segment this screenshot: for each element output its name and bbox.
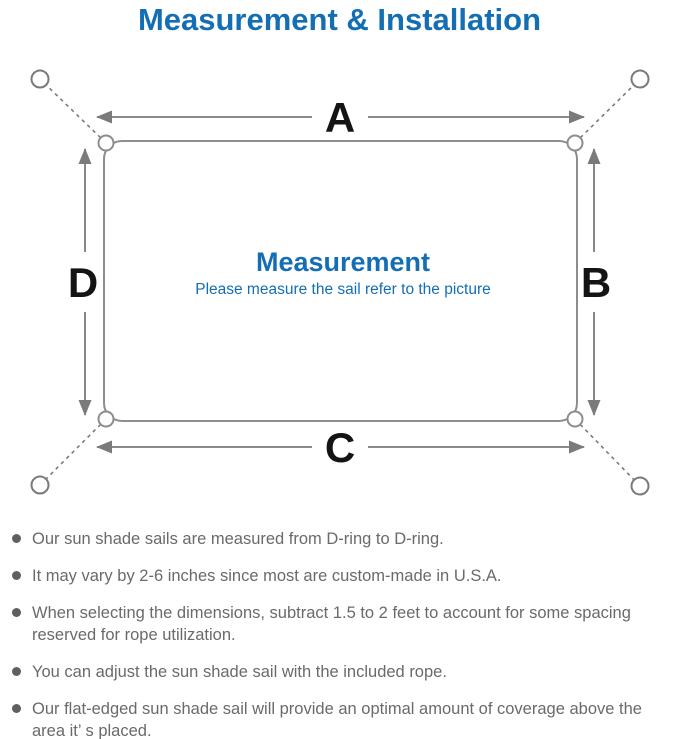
dimension-label-c: C xyxy=(325,424,355,471)
anchor-ring-bottom-right xyxy=(630,476,650,496)
note-item: Our sun shade sails are measured from D-… xyxy=(8,528,674,550)
diagram-center-subtitle: Please measure the sail refer to the pic… xyxy=(195,281,491,298)
bullet-icon xyxy=(12,667,21,676)
bullet-icon xyxy=(12,608,21,617)
note-item: It may vary by 2-6 inches since most are… xyxy=(8,565,674,587)
d-ring-grommet-top-left xyxy=(97,134,115,152)
bullet-icon xyxy=(12,571,21,580)
rope-dashed-top-right xyxy=(574,78,641,144)
page-title: Measurement & Installation xyxy=(137,2,542,37)
note-item: You can adjust the sun shade sail with t… xyxy=(8,661,674,683)
note-item: Our flat-edged sun shade sail will provi… xyxy=(8,698,674,739)
d-ring-grommet-bottom-right xyxy=(566,410,584,428)
note-text: It may vary by 2-6 inches since most are… xyxy=(32,567,502,585)
d-ring-grommet-top-right xyxy=(566,134,584,152)
dimension-label-b: B xyxy=(581,259,611,306)
note-item: When selecting the dimensions, subtract … xyxy=(8,602,674,646)
note-text: When selecting the dimensions, subtract … xyxy=(32,604,631,644)
note-text: Our sun shade sails are measured from D-… xyxy=(32,530,444,548)
note-text: You can adjust the sun shade sail with t… xyxy=(32,663,447,681)
anchor-ring-bottom-left xyxy=(30,475,50,495)
anchor-ring-top-left xyxy=(30,69,50,89)
rope-dashed-top-left xyxy=(39,78,107,144)
diagram-center-title: Measurement xyxy=(256,247,430,277)
sail-outline xyxy=(103,140,578,422)
rope-dashed-bottom-left xyxy=(39,418,107,486)
anchor-ring-top-right xyxy=(630,69,650,89)
dimension-label-d: D xyxy=(68,259,98,306)
d-ring-grommet-bottom-left xyxy=(97,410,115,428)
notes-list: Our sun shade sails are measured from D-… xyxy=(8,528,674,739)
bullet-icon xyxy=(12,534,21,543)
dimension-label-a: A xyxy=(325,94,355,141)
note-text: Our flat-edged sun shade sail will provi… xyxy=(32,700,642,739)
rope-dashed-bottom-right xyxy=(574,418,641,487)
bullet-icon xyxy=(12,704,21,713)
measurement-diagram: A C D B Measurement Please measure the s… xyxy=(30,69,650,496)
